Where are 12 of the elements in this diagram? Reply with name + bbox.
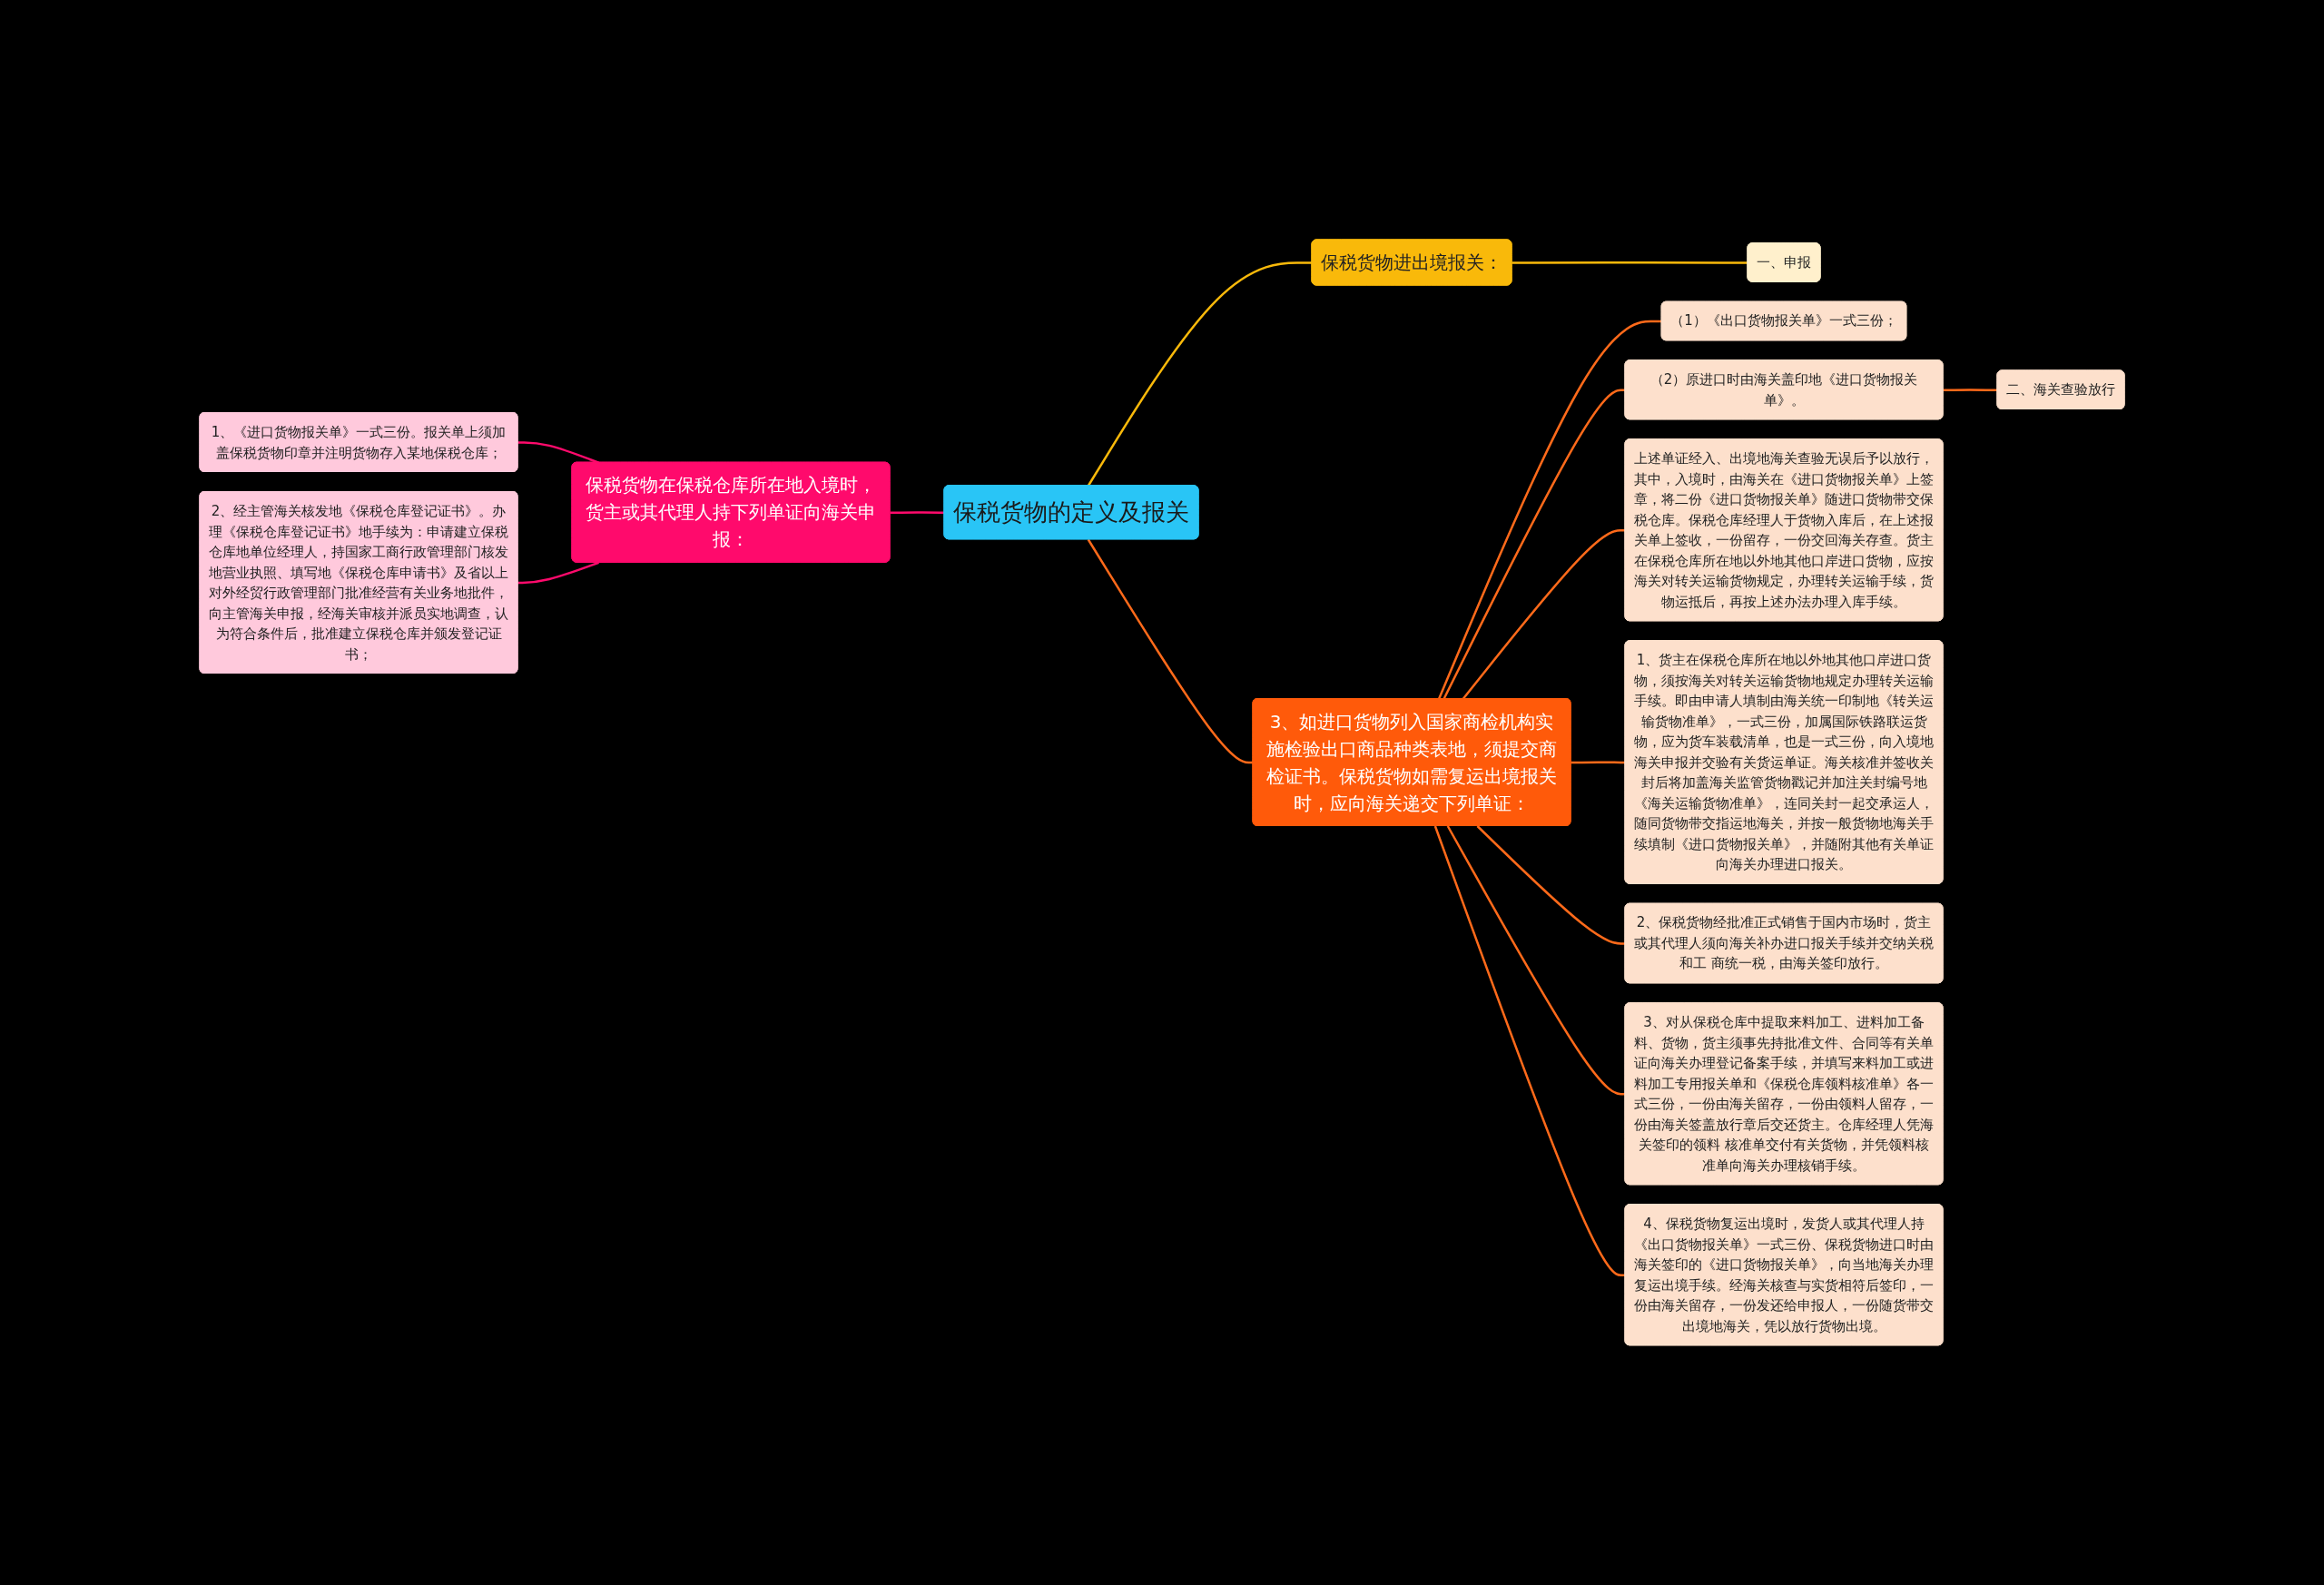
connector: [1462, 529, 1626, 700]
connector: [890, 511, 945, 515]
connector: [1476, 825, 1626, 945]
connector: [1443, 389, 1626, 700]
connector: [517, 561, 599, 585]
connector: [1512, 261, 1748, 264]
connector: [1571, 761, 1626, 764]
connector: [1437, 320, 1662, 700]
connector: [1446, 825, 1626, 1096]
connector: [1943, 389, 1998, 392]
connector: [1087, 538, 1254, 764]
connector: [1433, 825, 1626, 1277]
